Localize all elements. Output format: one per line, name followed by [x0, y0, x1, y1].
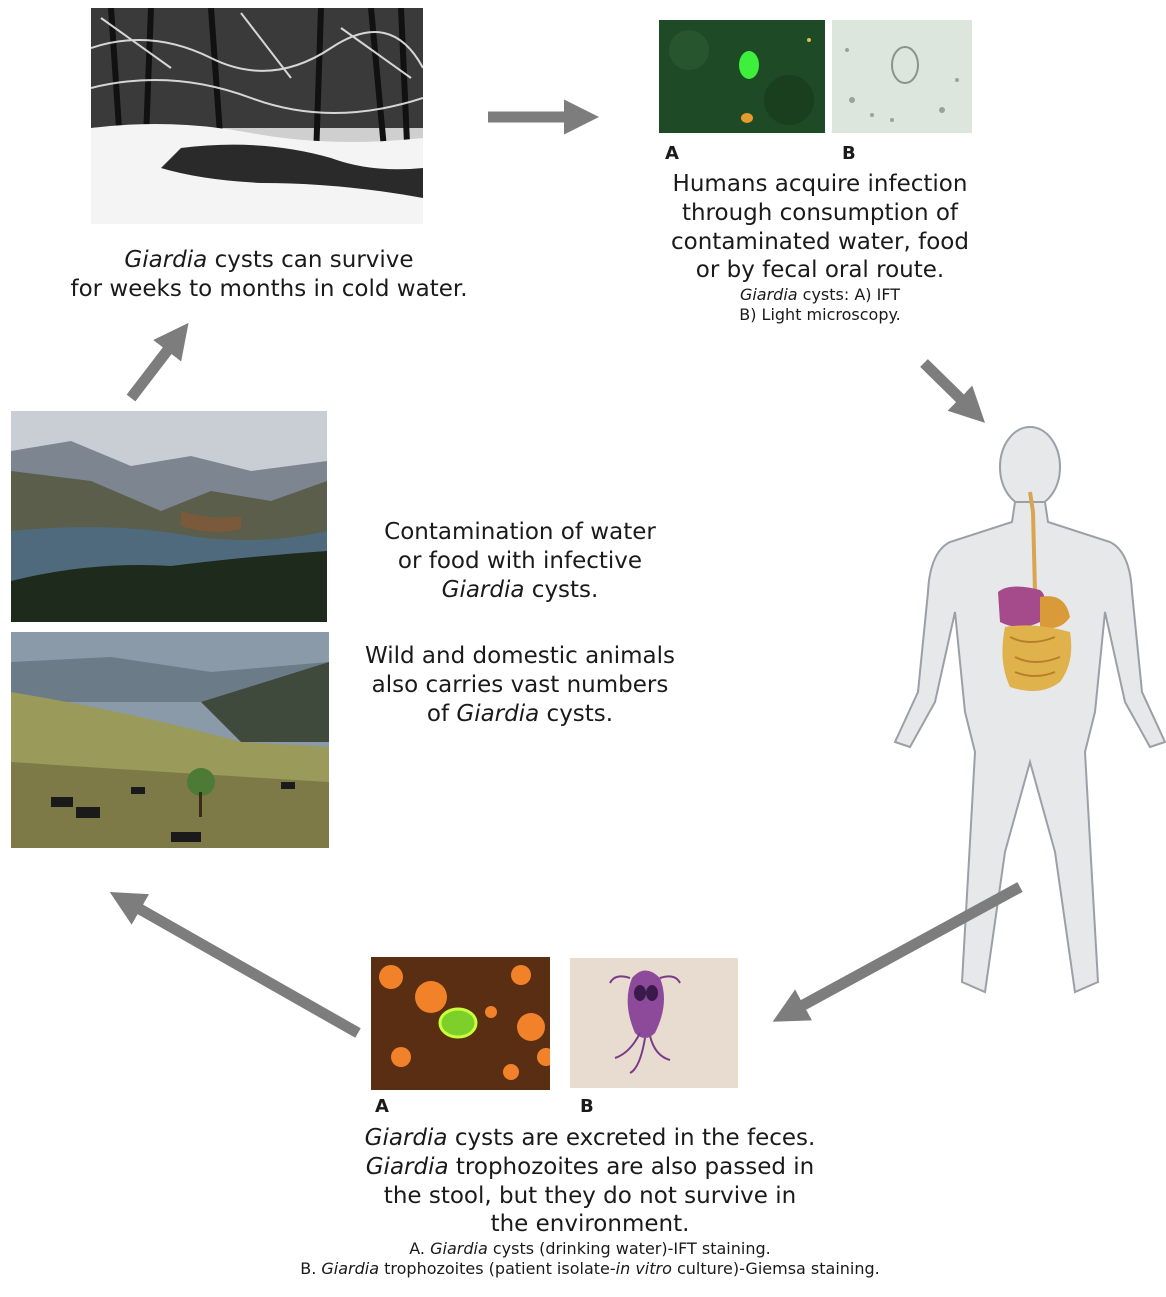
acquire-line2: through consumption of	[610, 199, 1030, 228]
genus-name: Giardia	[366, 1154, 449, 1180]
mountain-lake-photo	[11, 411, 327, 622]
label-a-top: A	[665, 143, 679, 164]
acquire-note1: Giardia cysts: A) IFT	[610, 285, 1030, 305]
genus-name: Giardia	[321, 1259, 379, 1278]
arrow-to-snow	[131, 334, 180, 398]
genus-name: Giardia	[124, 247, 207, 273]
arrow-to-contamination	[122, 899, 358, 1033]
label-a-bottom: A	[375, 1096, 389, 1117]
ift-cyst-micrograph-top	[659, 20, 825, 133]
human-body-illustration	[880, 422, 1166, 1000]
label-b-top: B	[842, 143, 856, 164]
snowy-forest-photo	[91, 8, 423, 224]
genus-name: Giardia	[456, 701, 539, 727]
excretion-note2: B. Giardia trophozoites (patient isolate…	[190, 1259, 990, 1279]
genus-name: Giardia	[740, 285, 798, 304]
ift-cyst-micrograph-bottom	[371, 957, 550, 1090]
genus-name: Giardia	[430, 1239, 488, 1258]
arrow-to-human	[924, 363, 975, 413]
excretion-note1: A. Giardia cysts (drinking water)-IFT st…	[190, 1239, 990, 1259]
acquire-line3: contaminated water, food	[610, 228, 1030, 257]
label-b-bottom: B	[580, 1096, 594, 1117]
snow-caption-line1: cysts can survive	[207, 247, 413, 273]
animals-pasture-photo	[11, 632, 329, 848]
genus-name: Giardia	[442, 577, 525, 603]
genus-name: Giardia	[365, 1125, 448, 1151]
acquire-line4: or by fecal oral route.	[610, 256, 1030, 285]
acquire-note2: B) Light microscopy.	[610, 305, 1030, 325]
giemsa-trophozoite-micrograph	[570, 958, 738, 1088]
snow-caption-line2: for weeks to months in cold water.	[30, 275, 508, 304]
acquire-caption: Humans acquire infection through consump…	[610, 170, 1030, 325]
light-microscopy-cyst-top	[832, 20, 972, 133]
snow-caption: Giardia cysts can survive for weeks to m…	[30, 246, 508, 304]
contamination-caption: Contamination of water or food with infe…	[330, 518, 710, 604]
excretion-caption: Giardia cysts are excreted in the feces.…	[190, 1124, 990, 1279]
animals-caption: Wild and domestic animals also carries v…	[330, 642, 710, 728]
acquire-line1: Humans acquire infection	[610, 170, 1030, 199]
